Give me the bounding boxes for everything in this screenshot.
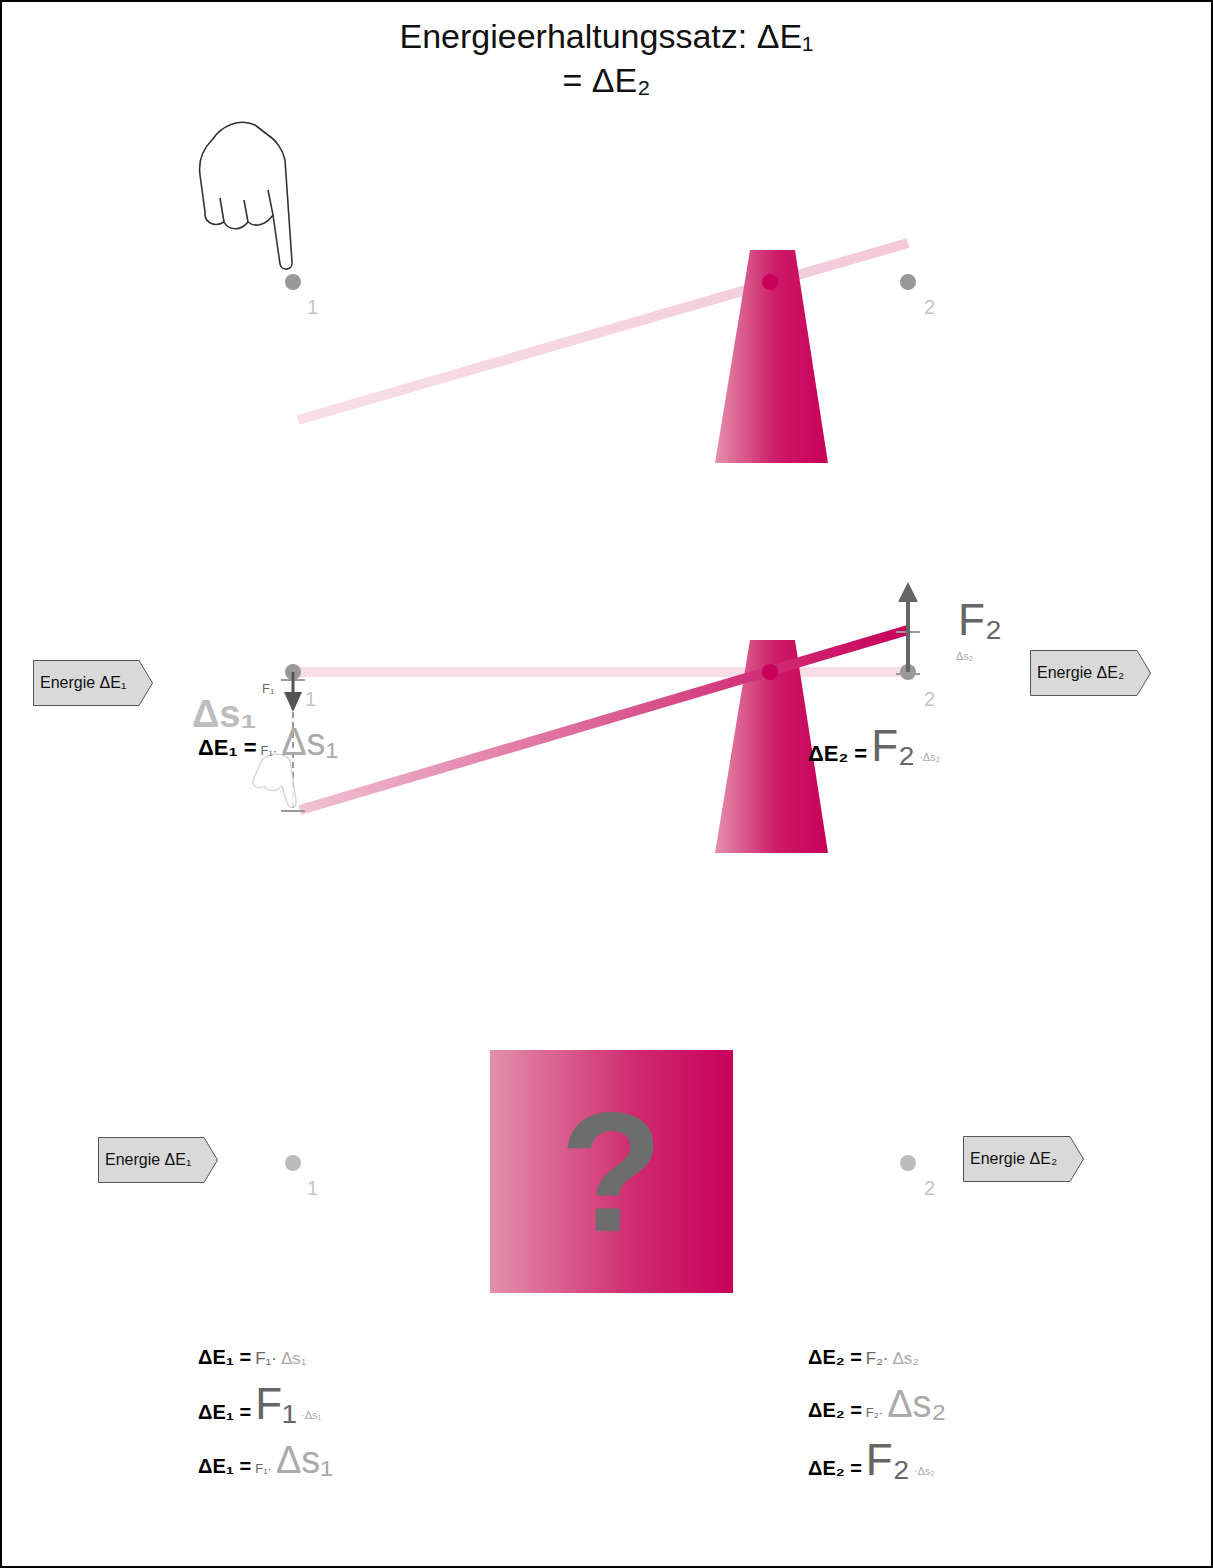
point-number: 1 xyxy=(305,688,316,710)
label-row: 2 xyxy=(924,1177,935,1199)
formula: ·Δs₂ xyxy=(919,751,940,763)
lever-tilted xyxy=(253,582,920,853)
formula: Δs₁ xyxy=(281,722,338,764)
label-row: ΔE₂ =F₂·Δs₂ xyxy=(808,1346,919,1369)
force-label: F₁ xyxy=(262,682,274,696)
point-2 xyxy=(900,1155,916,1171)
label-row: ΔE₂ = F₂· Δs₂ xyxy=(808,1384,946,1426)
energy-label: Energie ΔE₂ xyxy=(1037,664,1124,682)
label-row: 1 xyxy=(307,1177,318,1199)
formula: Δs₂ xyxy=(893,1350,919,1369)
point-number: 1 xyxy=(307,1177,318,1199)
formula: F₁· xyxy=(255,1350,277,1369)
label-row: ΔE₁ = F₁·Δs₁ xyxy=(198,722,338,764)
formula: F₁· xyxy=(255,1462,272,1476)
label-row: ΔE₁ =F₁·Δs₁ xyxy=(198,1346,307,1369)
label-row: F₁ xyxy=(262,682,274,696)
energy-tag: Energie ΔE₂ xyxy=(1030,650,1151,696)
point-number: 2 xyxy=(924,296,935,318)
formula: ΔE₂ = xyxy=(808,742,867,766)
formula: Δs₁ xyxy=(281,1350,307,1369)
lever-start xyxy=(200,122,916,463)
point-1 xyxy=(285,1155,301,1171)
label-row: ΔE₂ =F₂ ·Δs₂ xyxy=(808,722,940,770)
formula: ΔE₁ = xyxy=(198,1346,251,1368)
label-row: 1 xyxy=(305,688,316,710)
label-row: ΔE₁ = F₁· Δs₁ xyxy=(198,1440,333,1482)
formula: F₂· xyxy=(866,1350,889,1369)
label-row: ΔE₁ =F₁ ·Δs₁ xyxy=(198,1380,321,1428)
energy-label: Energie ΔE₁ xyxy=(105,1151,191,1169)
distance-label: Δs₂ xyxy=(956,650,973,662)
point-number: 2 xyxy=(924,688,935,710)
formula: F₂ xyxy=(866,1436,910,1484)
formula: Δs₂ xyxy=(887,1384,946,1426)
title: Energieerhaltungssatz: ΔE₁ = ΔE₂ xyxy=(387,14,827,102)
formula: Δs₁ xyxy=(276,1440,333,1482)
question-mark: ? xyxy=(560,1087,664,1257)
formula: ΔE₁ = xyxy=(198,1455,251,1477)
formula: ·Δs₂ xyxy=(914,1465,935,1477)
formula: F₂· xyxy=(866,1406,883,1420)
formula: ΔE₁ = xyxy=(198,736,257,760)
label-row: 1 xyxy=(307,296,318,318)
energy-tag: Energie ΔE₁ xyxy=(98,1137,218,1183)
label-row: Δs₂ xyxy=(956,650,973,662)
formula: F₁· xyxy=(261,744,278,758)
label-row: Δs₁ xyxy=(192,694,256,736)
formula: F₂ xyxy=(871,722,915,770)
label-row: 2 xyxy=(924,296,935,318)
label-row: 2 xyxy=(924,688,935,710)
label-row: F₂ xyxy=(958,596,1002,644)
energy-tag: Energie ΔE₂ xyxy=(963,1136,1084,1182)
force-label: F₂ xyxy=(958,596,1002,644)
formula: ·Δs₁ xyxy=(301,1409,321,1421)
formula: ΔE₂ = xyxy=(808,1399,862,1421)
point-number: 1 xyxy=(307,296,318,318)
distance-label: Δs₁ xyxy=(192,694,256,736)
unknown-mechanism-box: ? xyxy=(490,1050,733,1293)
point-number: 2 xyxy=(924,1177,935,1199)
formula: F₁ xyxy=(255,1380,297,1428)
formula: ΔE₁ = xyxy=(198,1401,251,1423)
energy-label: Energie ΔE₁ xyxy=(40,674,126,692)
energy-label: Energie ΔE₂ xyxy=(970,1150,1057,1168)
formula: ΔE₂ = xyxy=(808,1457,862,1479)
formula: ΔE₂ = xyxy=(808,1346,862,1368)
energy-tag: Energie ΔE₁ xyxy=(33,660,153,706)
label-row: ΔE₂ =F₂ ·Δs₂ xyxy=(808,1436,935,1484)
